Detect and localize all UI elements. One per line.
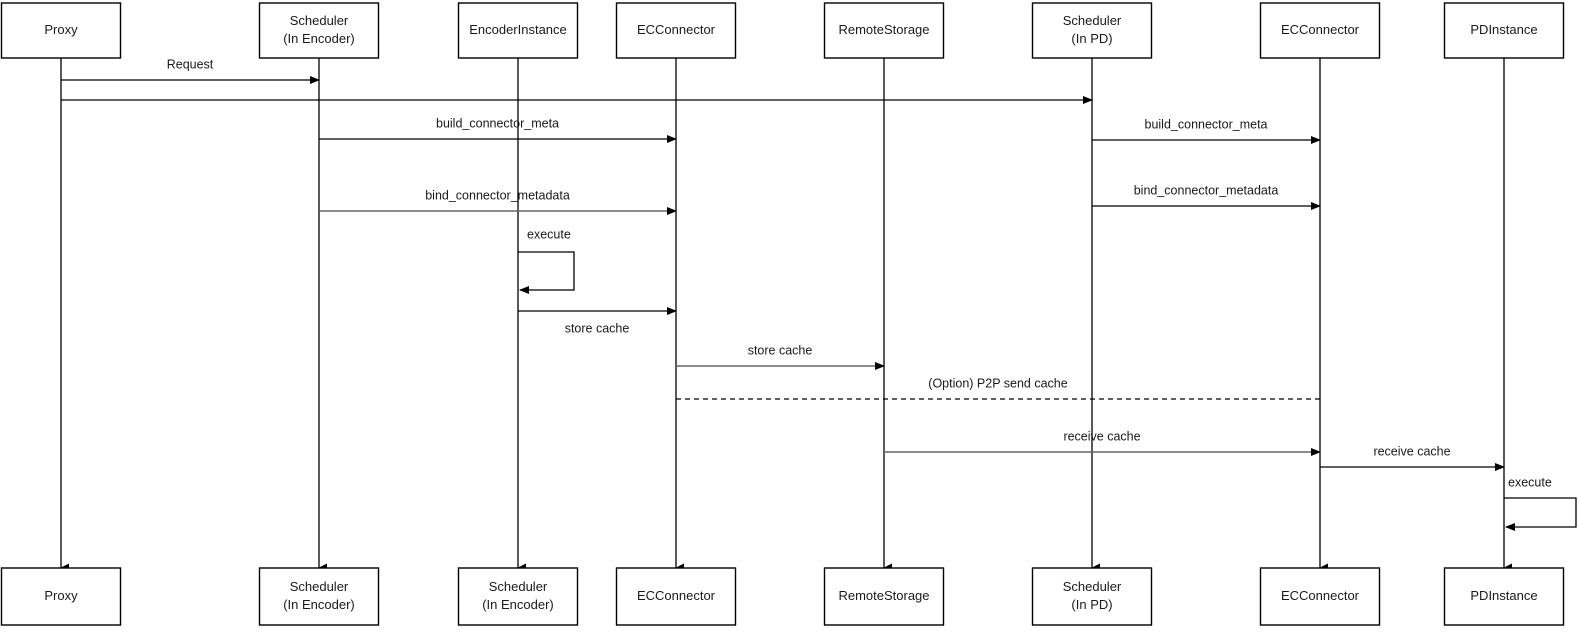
message-build-connector-meta-pd[interactable]: build_connector_meta (1092, 117, 1321, 144)
box-outline (0, 2, 122, 59)
participant-label-line2: (In Encoder) (283, 31, 355, 46)
participant-label-line1: Scheduler (1063, 13, 1122, 28)
box-outline (1031, 567, 1153, 626)
box-outline (258, 567, 380, 626)
participant-label: EncoderInstance (469, 22, 567, 37)
self-message-path (1504, 497, 1577, 531)
message-label: build_connector_meta (436, 116, 559, 130)
top-participant-box-encoder-instance[interactable]: EncoderInstance (457, 2, 579, 59)
message-label: bind_connector_metadata (425, 188, 570, 202)
participant-label: ECConnector (1281, 22, 1360, 37)
participant-label-line2: (In Encoder) (283, 597, 355, 612)
lifelines-layer (60, 58, 1512, 573)
box-outline (615, 567, 737, 626)
participant-label: ECConnector (1281, 588, 1360, 603)
message-label: store cache (565, 321, 630, 335)
self-message-execute-pd[interactable]: execute (1504, 475, 1577, 531)
top-participant-box-ec-connector-pd[interactable]: ECConnector (1259, 2, 1381, 59)
top-participant-box-pd-instance[interactable]: PDInstance (1443, 2, 1565, 59)
box-outline (823, 2, 945, 59)
message-label: receive cache (1063, 429, 1140, 443)
participant-label: ECConnector (637, 588, 716, 603)
participant-label: ECConnector (637, 22, 716, 37)
box-outline (457, 2, 579, 59)
participant-label: Proxy (44, 588, 78, 603)
top-participant-box-ec-connector-encoder[interactable]: ECConnector (615, 2, 737, 59)
bottom-participant-box-ec-connector-pd[interactable]: ECConnector (1259, 567, 1381, 626)
message-receive-cache-pd[interactable]: receive cache (1320, 444, 1505, 471)
participant-label-line1: Scheduler (489, 579, 548, 594)
self-message-path (518, 251, 575, 294)
top-participant-box-scheduler-in-pd[interactable]: Scheduler (In PD) (1031, 2, 1153, 59)
bottom-participant-boxes-layer: Proxy Scheduler (In Encoder) Scheduler (In E… (0, 567, 1565, 626)
participant-label-line1: Scheduler (290, 579, 349, 594)
participant-label: Proxy (44, 22, 78, 37)
participant-label: RemoteStorage (838, 588, 929, 603)
bottom-participant-box-encoder-instance[interactable]: Scheduler (In Encoder) (457, 567, 579, 626)
box-outline (615, 2, 737, 59)
message-bind-connector-metadata-encoder[interactable]: bind_connector_metadata (319, 188, 677, 215)
participant-label-line2: (In Encoder) (482, 597, 554, 612)
participant-label: PDInstance (1470, 588, 1537, 603)
message-label: store cache (748, 343, 813, 357)
message-label: (Option) P2P send cache (928, 376, 1067, 390)
box-outline (823, 567, 945, 626)
bottom-participant-box-pd-instance[interactable]: PDInstance (1443, 567, 1565, 626)
bottom-participant-box-proxy[interactable]: Proxy (0, 567, 122, 626)
top-participant-box-remote-storage[interactable]: RemoteStorage (823, 2, 945, 59)
message-bind-connector-metadata-pd[interactable]: bind_connector_metadata (1092, 183, 1321, 210)
message-label: Request (167, 57, 214, 71)
participant-label: PDInstance (1470, 22, 1537, 37)
box-outline (1443, 567, 1565, 626)
box-outline (1031, 2, 1153, 59)
bottom-participant-box-scheduler-in-pd[interactable]: Scheduler (In PD) (1031, 567, 1153, 626)
box-outline (0, 567, 122, 626)
message-p2p-send-cache[interactable]: (Option) P2P send cache (676, 376, 1320, 400)
message-receive-cache-remote[interactable]: receive cache (884, 429, 1321, 456)
box-outline (1443, 2, 1565, 59)
message-label: build_connector_meta (1145, 117, 1268, 131)
box-outline (258, 2, 380, 59)
participant-label-line2: (In PD) (1071, 597, 1112, 612)
participant-label-line1: Scheduler (1063, 579, 1122, 594)
box-outline (457, 567, 579, 626)
message-label: receive cache (1373, 444, 1450, 458)
participant-label-line2: (In PD) (1071, 31, 1112, 46)
participant-label: RemoteStorage (838, 22, 929, 37)
bottom-participant-box-ec-connector-encoder[interactable]: ECConnector (615, 567, 737, 626)
message-request[interactable]: Request (61, 57, 320, 84)
self-messages-layer: execute execute (518, 227, 1577, 531)
top-participant-boxes-layer: Proxy Scheduler (In Encoder) EncoderInstanc… (0, 2, 1565, 59)
bottom-participant-box-scheduler-in-encoder[interactable]: Scheduler (In Encoder) (258, 567, 380, 626)
top-participant-box-scheduler-in-encoder[interactable]: Scheduler (In Encoder) (258, 2, 380, 59)
message-store-cache-remote[interactable]: store cache (676, 343, 885, 370)
top-participant-box-proxy[interactable]: Proxy (0, 2, 122, 59)
box-outline (1259, 567, 1381, 626)
participant-label-line1: Scheduler (290, 13, 349, 28)
box-outline (1259, 2, 1381, 59)
message-label: bind_connector_metadata (1134, 183, 1279, 197)
self-message-label: execute (527, 227, 571, 241)
self-message-execute-encoder[interactable]: execute (518, 227, 575, 294)
self-message-label: execute (1508, 475, 1552, 489)
message-store-cache-encoder[interactable]: store cache (518, 307, 677, 335)
bottom-participant-box-remote-storage[interactable]: RemoteStorage (823, 567, 945, 626)
messages-layer: Request build_connector_meta build_connect… (61, 57, 1505, 471)
message-build-connector-meta-encoder[interactable]: build_connector_meta (319, 116, 677, 143)
